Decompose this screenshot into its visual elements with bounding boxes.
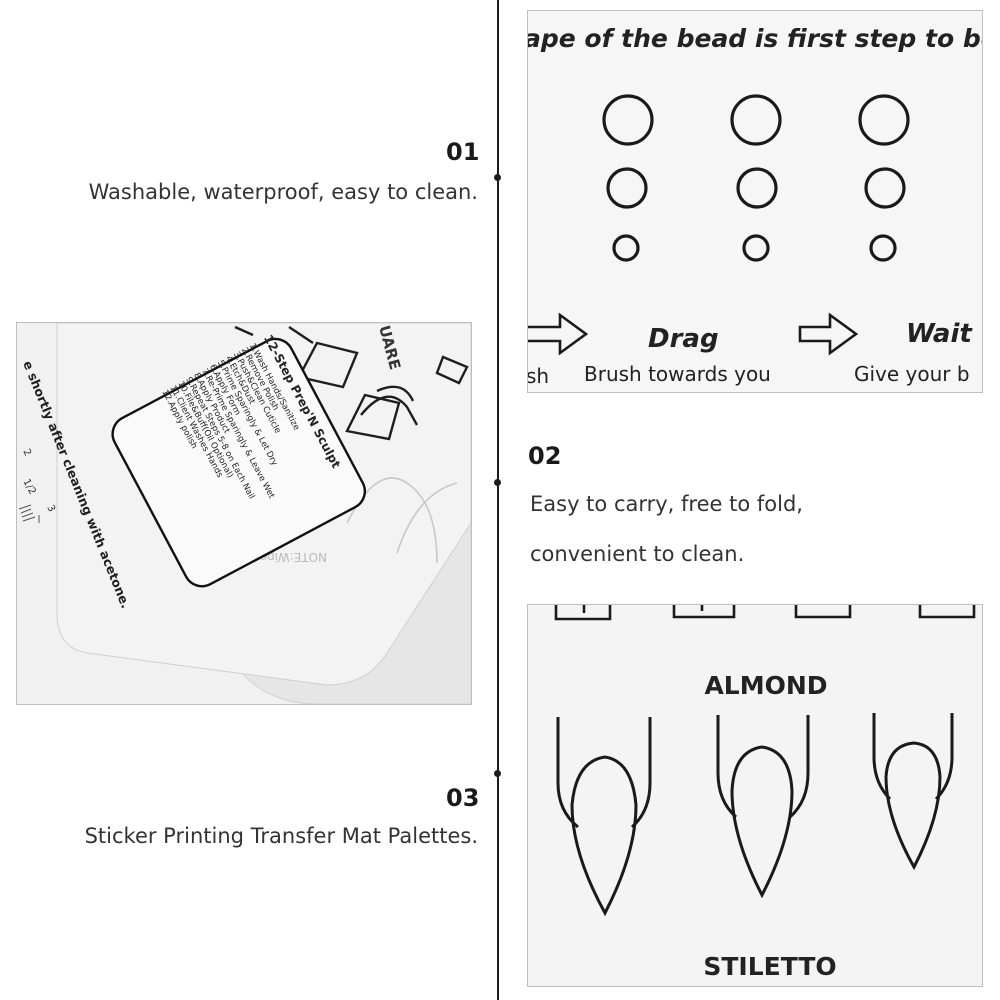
- feature-text-02-line1: Easy to carry, free to fold,: [530, 492, 803, 516]
- feature-number-02: 02: [528, 442, 562, 470]
- timeline-dot-02: [494, 479, 501, 486]
- feature-text-02-line2: convenient to clean.: [530, 542, 745, 566]
- arrow-icon: [528, 312, 859, 356]
- photo-mats: UARE NOTE:Wipe mat wa 12-Step Prep'N Scu…: [16, 322, 472, 705]
- drag-caption: Brush towards you: [584, 362, 771, 386]
- feature-text-03: Sticker Printing Transfer Mat Palettes.: [84, 824, 478, 848]
- wait-label: Wait: [906, 319, 973, 349]
- feature-number-03: 03: [446, 784, 480, 812]
- ruler-mark-3: 3: [44, 503, 57, 514]
- left-fragment: sh: [528, 364, 549, 388]
- square-nail-row: [554, 605, 976, 621]
- almond-label: ALMOND: [704, 671, 827, 700]
- stiletto-nails: [556, 713, 954, 917]
- ruler-mark-2: 2: [20, 447, 33, 458]
- photo-nail-shapes: ALMOND STILETTO: [527, 604, 983, 987]
- timeline-dot-01: [494, 174, 501, 181]
- instruction-card: [111, 337, 367, 588]
- feature-text-01: Washable, waterproof, easy to clean.: [88, 180, 478, 204]
- feature-number-01: 01: [446, 138, 480, 166]
- wait-caption: Give your b: [854, 362, 970, 386]
- timeline-dot-03: [494, 770, 501, 777]
- bead-headline: ape of the bead is first step to beau: [528, 24, 982, 53]
- nail-shapes: [234, 325, 469, 441]
- stiletto-label: STILETTO: [703, 952, 836, 981]
- photo-bead-guide: ape of the bead is first step to beau Dr…: [527, 10, 983, 393]
- bead-circles: [602, 94, 910, 262]
- drag-label: Drag: [648, 324, 719, 354]
- timeline-line: [497, 0, 499, 1000]
